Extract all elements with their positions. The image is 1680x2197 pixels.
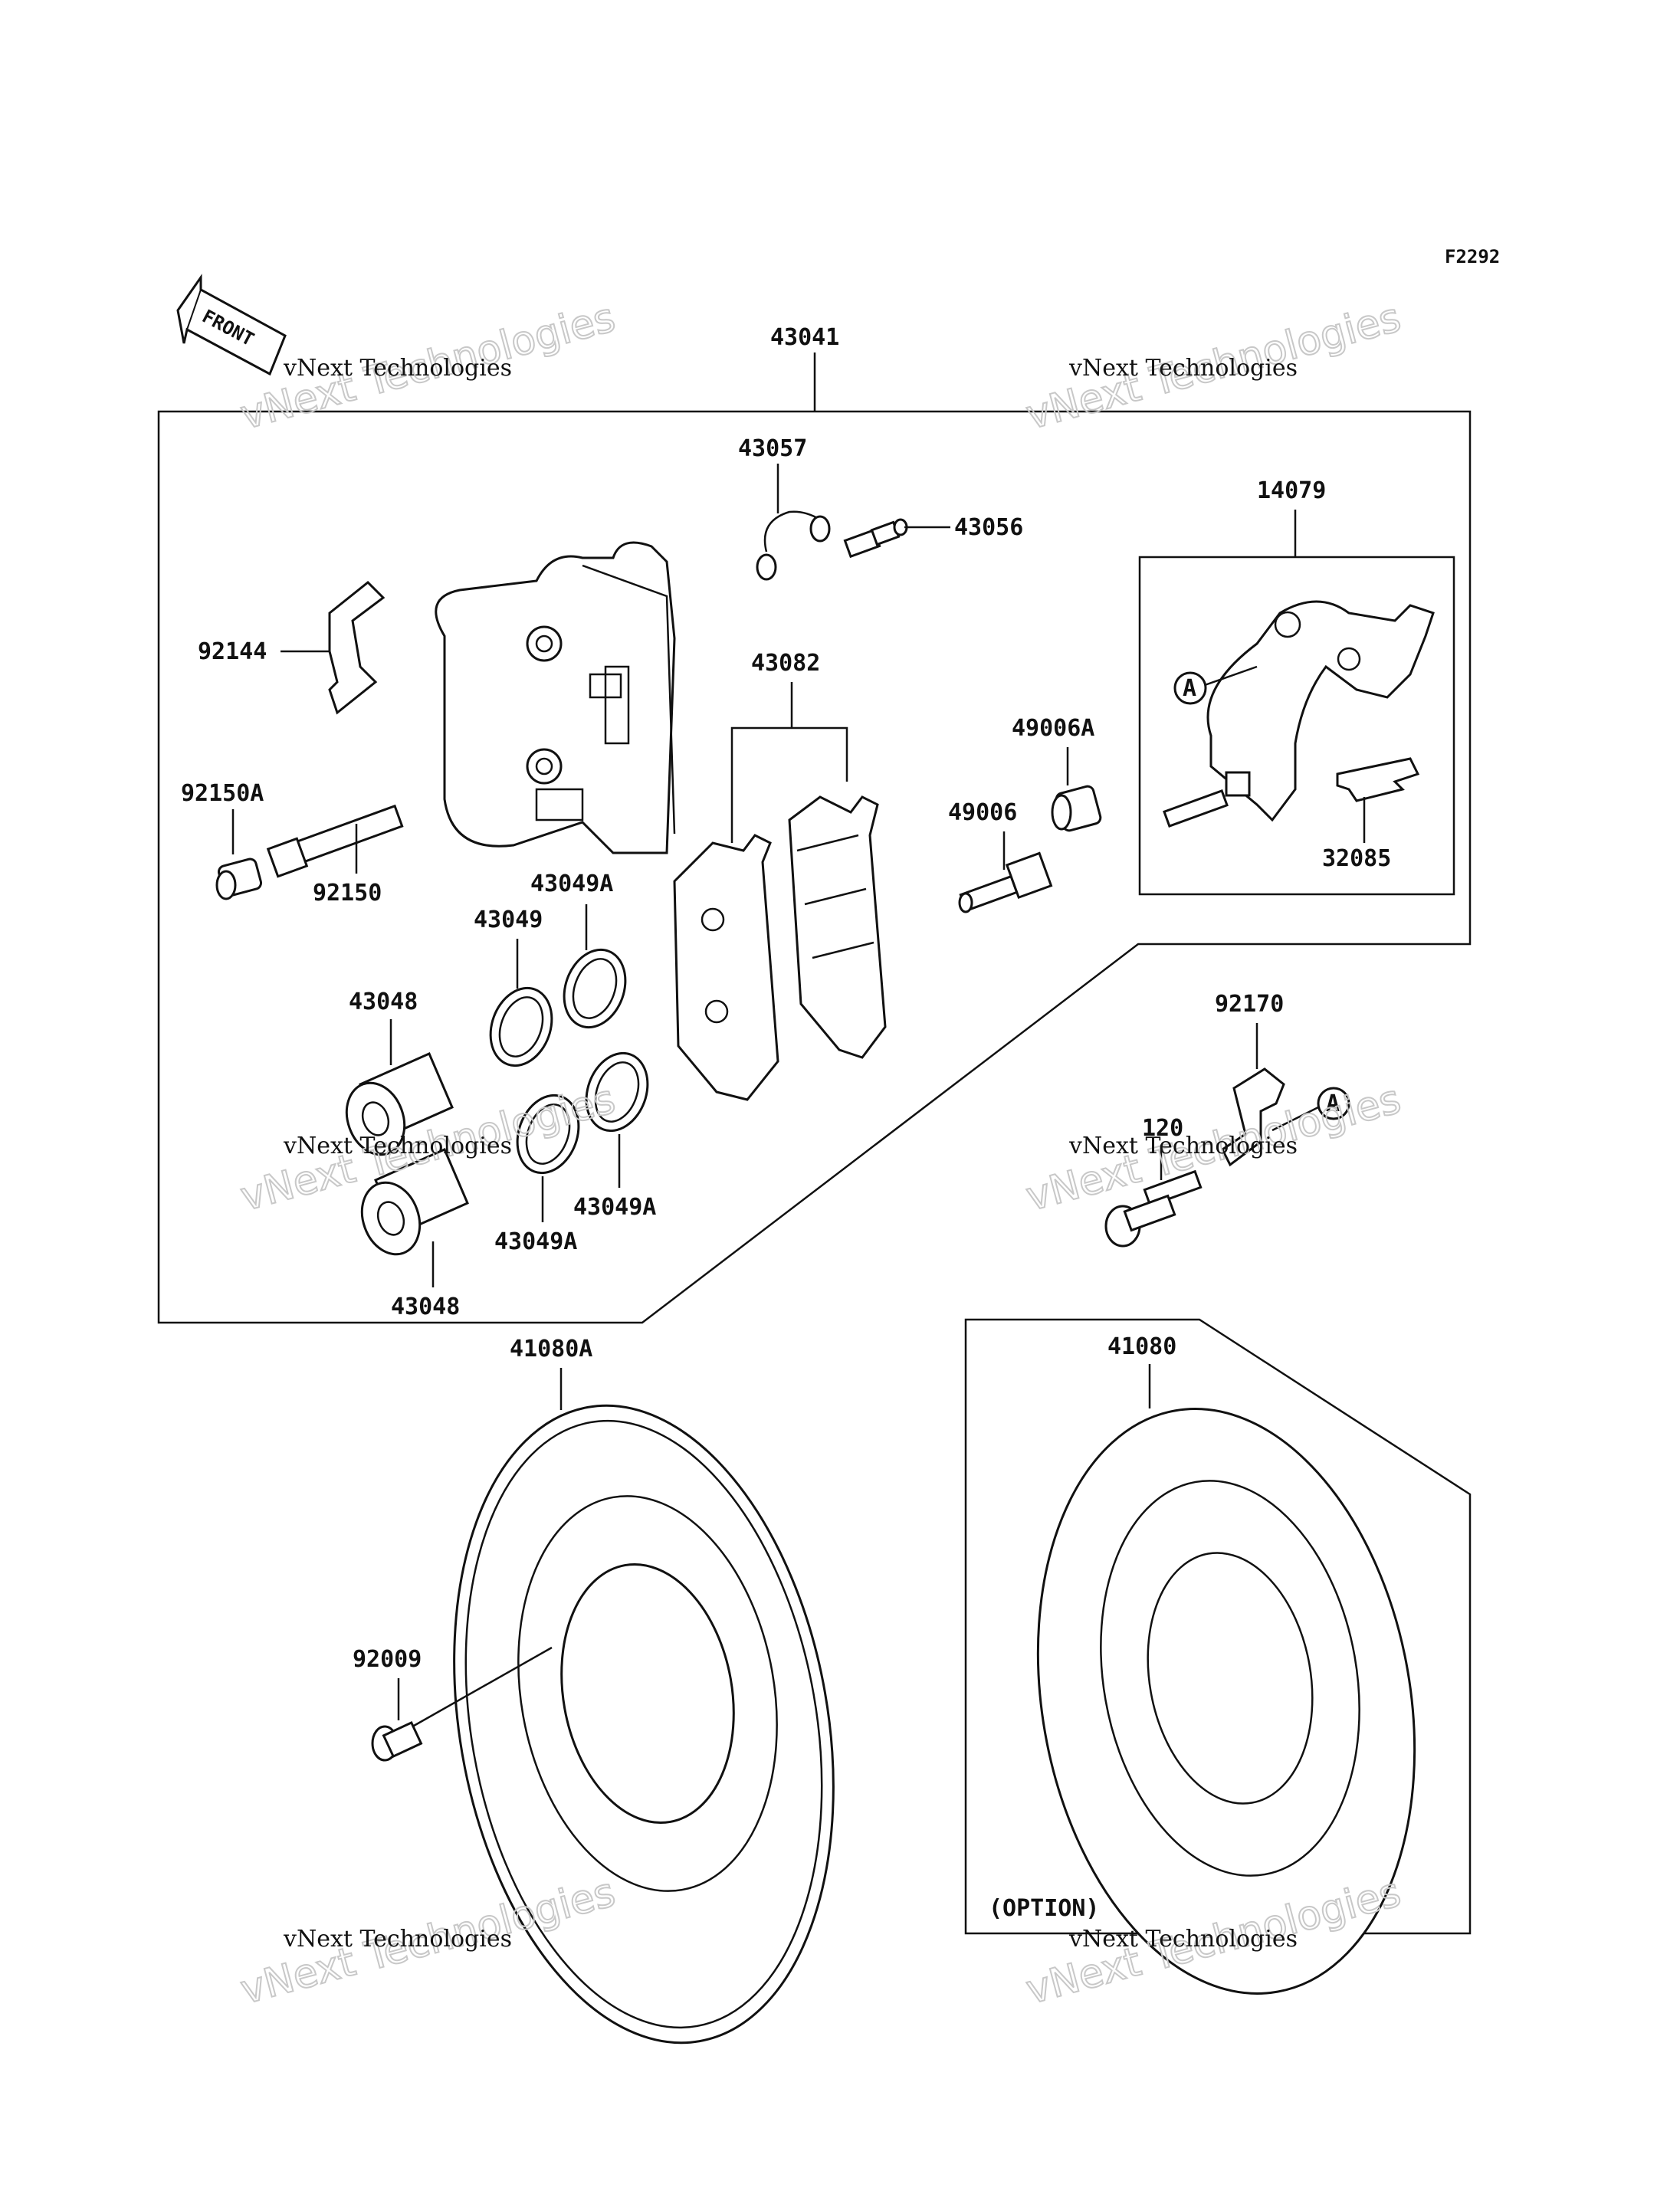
label-32085: 32085 (1322, 845, 1391, 872)
part-43049-lower (516, 1094, 580, 1175)
part-49006 (958, 851, 1053, 913)
part-92144 (328, 580, 386, 715)
svg-text:vNext Technologies: vNext Technologies (283, 355, 512, 382)
svg-text:vNext Technologies: vNext Technologies (1068, 355, 1298, 382)
label-43049A-mid: 43049A (573, 1194, 656, 1221)
watermark-mid-right: vNext Technologies vNext Technologies (1021, 1076, 1406, 1221)
part-41080A-disc (453, 1404, 835, 2045)
svg-text:vNext Technologies: vNext Technologies (283, 1133, 512, 1159)
part-43049A-lower (585, 1051, 649, 1133)
label-43041: 43041 (770, 324, 839, 351)
watermark-top-right: vNext Technologies vNext Technologies (1021, 294, 1406, 440)
part-92170 (1221, 1067, 1285, 1167)
label-49006A: 49006A (1012, 715, 1094, 742)
label-41080A: 41080A (510, 1336, 592, 1362)
bracket-box (1138, 556, 1455, 896)
caliper-assembly-box (157, 410, 1472, 1324)
part-43049-upper (489, 986, 553, 1067)
label-43048-top: 43048 (349, 989, 418, 1015)
label-92144: 92144 (198, 638, 267, 665)
label-43049A-bot: 43049A (494, 1228, 577, 1255)
part-caliper-body (435, 541, 676, 854)
part-43082-pad-left (673, 834, 779, 1101)
part-14079 (1163, 600, 1435, 828)
part-43049A-upper (563, 948, 627, 1029)
part-43056 (843, 518, 908, 559)
label-41080: 41080 (1107, 1333, 1176, 1360)
label-43082: 43082 (751, 650, 820, 677)
label-43056: 43056 (954, 514, 1023, 541)
part-92009-bolt (371, 1646, 553, 1762)
ref-a-2: A (1326, 1090, 1340, 1117)
part-43057 (756, 510, 831, 581)
label-43049: 43049 (474, 907, 543, 933)
label-92150A: 92150A (181, 780, 264, 807)
part-41080-disc (1036, 1408, 1416, 1995)
label-92009: 92009 (353, 1646, 422, 1673)
label-92170: 92170 (1215, 991, 1284, 1018)
label-43049A-top: 43049A (530, 871, 613, 897)
label-43048-bot: 43048 (391, 1294, 460, 1320)
watermark-top-left: vNext Technologies vNext Technologies (235, 294, 621, 440)
label-92150: 92150 (313, 880, 382, 907)
part-120 (1104, 1169, 1203, 1248)
part-92150 (266, 804, 404, 878)
part-43048-upper (345, 1052, 454, 1156)
label-120: 120 (1142, 1115, 1183, 1142)
label-49006: 49006 (948, 799, 1017, 826)
part-32085 (1336, 757, 1420, 802)
front-arrow-icon: FRONT (176, 274, 287, 376)
part-43082-pad-right (788, 795, 887, 1059)
option-label: (OPTION) (989, 1895, 1100, 1922)
part-92150A (215, 857, 263, 900)
part-49006A (1051, 785, 1102, 832)
svg-text:vNext Technologies: vNext Technologies (1068, 1926, 1298, 1953)
ref-marker-a (1173, 671, 1207, 705)
label-43057: 43057 (738, 435, 807, 462)
option-box (964, 1318, 1472, 1935)
label-14079: 14079 (1257, 477, 1326, 504)
svg-text:vNext Technologies: vNext Technologies (283, 1926, 512, 1953)
svg-text:vNext Technologies: vNext Technologies (1068, 1133, 1298, 1159)
ref-marker-a-2 (1317, 1087, 1350, 1120)
ref-a-1: A (1183, 675, 1196, 702)
part-43048-lower (360, 1148, 469, 1256)
figure-code: F2292 (1445, 246, 1500, 267)
